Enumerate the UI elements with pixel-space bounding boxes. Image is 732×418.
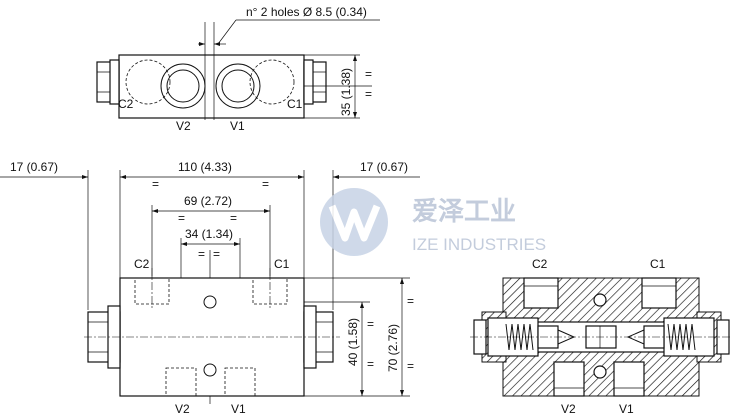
height-total-dim: 70 (2.76) (386, 324, 400, 372)
front-port-v2: V2 (175, 402, 190, 416)
top-port-c2: C2 (118, 97, 134, 111)
svg-text:=: = (407, 294, 414, 308)
top-view: n° 2 holes Ø 8.5 (0.34) (96, 5, 380, 133)
front-view: 17 (0.67) 17 (0.67) 110 (4.33) = = 69 (2… (0, 160, 420, 416)
right-overhang-dim: 17 (0.67) (360, 160, 408, 174)
svg-text:=: = (178, 211, 185, 225)
port-spacing-inner-dim: 34 (1.34) (185, 227, 233, 241)
svg-text:=: = (367, 317, 374, 331)
section-port-v1: V1 (619, 402, 634, 416)
svg-text:=: = (365, 67, 372, 81)
section-port-c2: C2 (532, 257, 548, 271)
overall-length-dim: 110 (4.33) (178, 160, 232, 174)
front-port-c1: C1 (274, 257, 290, 271)
watermark: 爱泽工业 IZE INDUSTRIES (320, 188, 546, 256)
top-port-v2: V2 (176, 119, 191, 133)
section-view: C2 C1 V2 V1 (470, 257, 732, 416)
top-view-body (118, 54, 305, 119)
svg-text:=: = (367, 357, 374, 371)
watermark-name-en: IZE INDUSTRIES (412, 235, 546, 254)
watermark-name-cn: 爱泽工业 (412, 196, 516, 226)
svg-text:=: = (262, 177, 269, 191)
front-port-c2: C2 (134, 257, 150, 271)
svg-text:=: = (198, 247, 205, 261)
left-overhang-dim: 17 (0.67) (10, 160, 58, 174)
port-spacing-outer-dim: 69 (2.72) (184, 194, 232, 208)
section-port-c1: C1 (650, 257, 666, 271)
svg-text:=: = (407, 359, 414, 373)
top-port-c1: C1 (287, 97, 303, 111)
svg-text:=: = (365, 87, 372, 101)
svg-text:=: = (213, 247, 220, 261)
top-port-v1: V1 (230, 119, 245, 133)
top-height-dim: 35 (1.38) (339, 68, 353, 116)
front-port-v1: V1 (231, 402, 246, 416)
svg-text:=: = (230, 211, 237, 225)
height-partial-dim: 40 (1.58) (346, 318, 360, 366)
holes-note: n° 2 holes Ø 8.5 (0.34) (246, 5, 367, 19)
section-port-v2: V2 (561, 402, 576, 416)
svg-text:=: = (152, 177, 159, 191)
